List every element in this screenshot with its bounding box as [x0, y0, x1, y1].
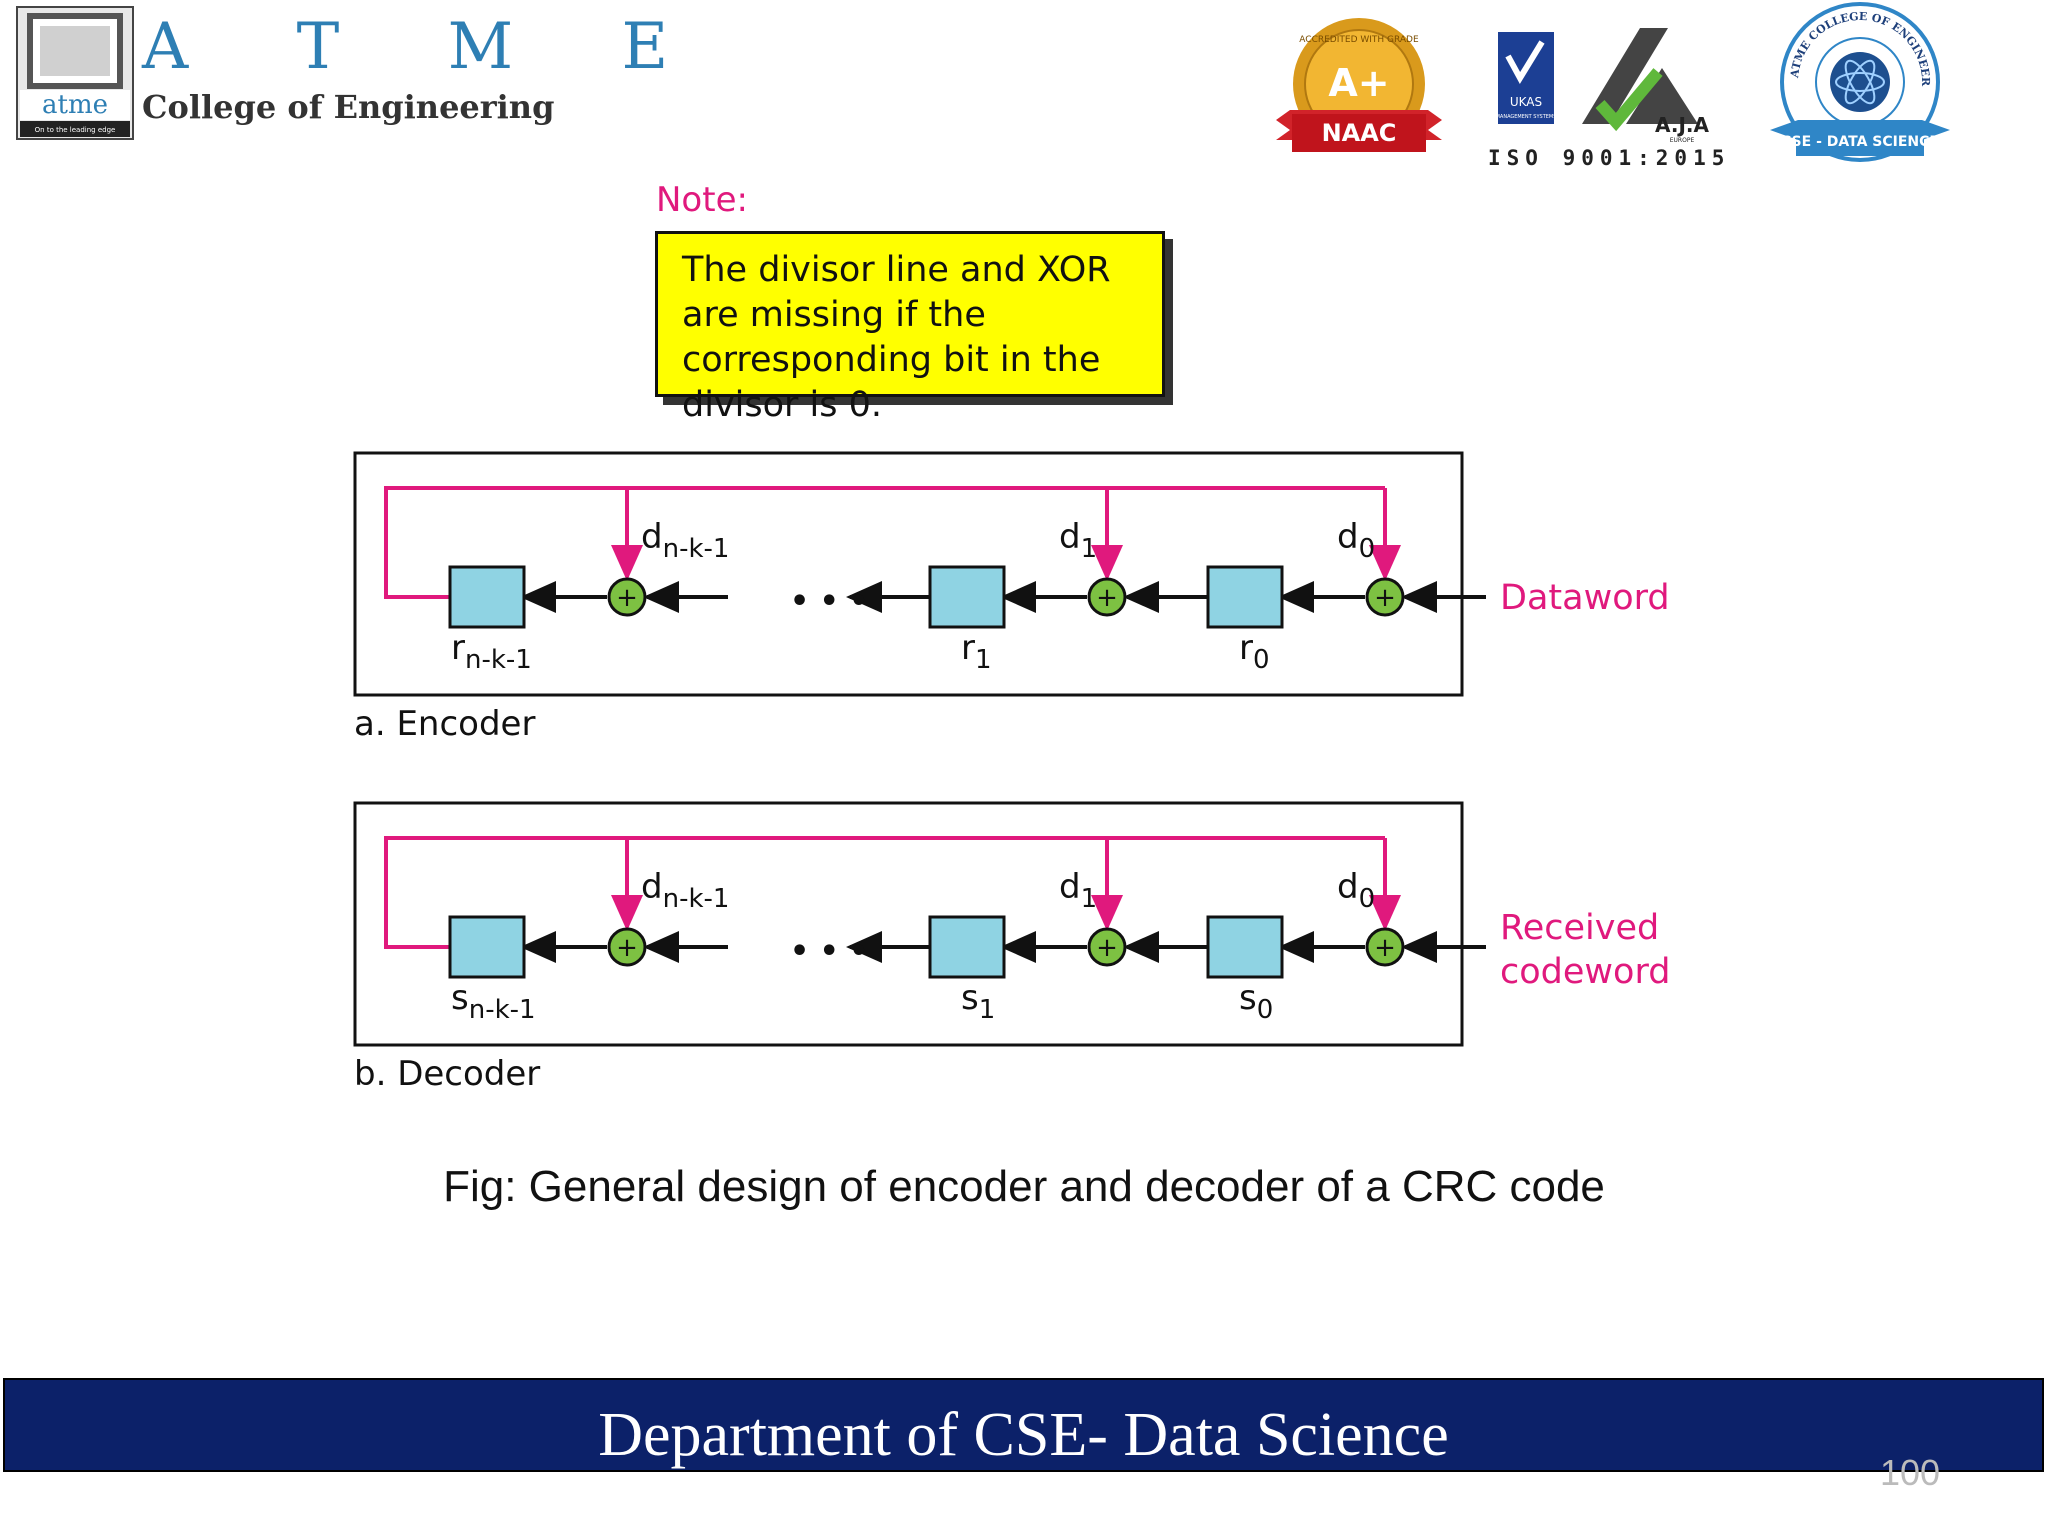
decoder-register-label-1: s1	[961, 978, 995, 1025]
page-number: 100	[1880, 1452, 1941, 1493]
svg-text:atme: atme	[42, 90, 108, 120]
encoder-ellipsis: • • •	[790, 584, 868, 619]
encoder-register-label-1: r1	[961, 628, 992, 675]
encoder-xor-gate-2	[1365, 577, 1405, 617]
brand-letters: A T M E	[142, 10, 713, 84]
svg-text:MANAGEMENT SYSTEMS: MANAGEMENT SYSTEMS	[1496, 114, 1557, 120]
svg-text:NAAC: NAAC	[1322, 119, 1397, 147]
decoder-register-label-0: sn-k-1	[451, 978, 536, 1025]
encoder-register-0	[448, 565, 526, 629]
department-title: Department of CSE- Data Science	[598, 1401, 1449, 1469]
encoder-register-label-2: r0	[1239, 628, 1270, 675]
encoder-input-label: Dataword	[1500, 578, 1670, 618]
decoder-register-2	[1206, 915, 1284, 979]
encoder-panel-frame	[353, 451, 1464, 697]
naac-badge: ACCREDITED WITH GRADE A+ NAAC	[1276, 18, 1442, 152]
svg-text:A+: A+	[1328, 61, 1389, 105]
atme-logo: atme On to the leading edge	[16, 6, 134, 140]
encoder-divisor-bit-label-2: d0	[1337, 517, 1375, 564]
decoder-xor-gate-2	[1365, 927, 1405, 967]
encoder-xor-gate-0	[607, 577, 647, 617]
cse-data-science-seal: ATME COLLEGE OF ENGINEERING CSE - DATA S…	[1768, 2, 1950, 162]
svg-text:A.J.A: A.J.A	[1655, 113, 1709, 137]
decoder-xor-gate-0	[607, 927, 647, 967]
svg-text:On to the leading edge: On to the leading edge	[35, 126, 116, 134]
brand-college-name: College of Engineering	[142, 88, 555, 126]
svg-text:EUROPE: EUROPE	[1670, 137, 1695, 144]
ukas-aja-certification: UKAS MANAGEMENT SYSTEMS A.J.A EUROPE	[1496, 28, 1710, 144]
encoder-xor-symbol-2: +	[1374, 583, 1396, 613]
footer-bar: Department of CSE- Data Science	[3, 1378, 2044, 1472]
decoder-xor-symbol-1: +	[1096, 933, 1118, 963]
svg-text:ACCREDITED WITH GRADE: ACCREDITED WITH GRADE	[1299, 35, 1419, 45]
svg-text:UKAS: UKAS	[1510, 95, 1542, 109]
encoder-feedback-line	[384, 486, 1385, 599]
note-label: Note:	[656, 180, 748, 220]
decoder-register-0	[448, 915, 526, 979]
decoder-register-label-2: s0	[1239, 978, 1273, 1025]
encoder-xor-symbol-1: +	[1096, 583, 1118, 613]
decoder-xor-gate-1	[1087, 927, 1127, 967]
encoder-xor-gate-1	[1087, 577, 1127, 617]
note-box: The divisor line and XOR are missing if …	[655, 231, 1165, 425]
figure-caption: Fig: General design of encoder and decod…	[443, 1162, 1605, 1211]
decoder-divisor-bit-label-0: dn-k-1	[641, 867, 729, 914]
encoder-register-1	[928, 565, 1006, 629]
decoder-ellipsis: • • •	[790, 934, 868, 969]
encoder-register-label-0: rn-k-1	[451, 628, 532, 675]
encoder-divisor-bit-label-1: d1	[1059, 517, 1097, 564]
decoder-feedback-line	[384, 836, 1385, 949]
iso-certification-text: ISO 9001:2015	[1488, 146, 1731, 170]
decoder-input-label-line1: Received	[1500, 908, 1659, 948]
decoder-panel-frame	[353, 801, 1464, 1047]
decoder-divisor-bit-label-2: d0	[1337, 867, 1375, 914]
svg-text:CSE - DATA SCIENCE: CSE - DATA SCIENCE	[1781, 134, 1939, 150]
decoder-divisor-bit-label-1: d1	[1059, 867, 1097, 914]
encoder-caption: a. Encoder	[354, 704, 535, 744]
decoder-input-label-line2: codeword	[1500, 952, 1670, 992]
decoder-xor-symbol-2: +	[1374, 933, 1396, 963]
decoder-register-1	[928, 915, 1006, 979]
encoder-xor-symbol-0: +	[616, 583, 638, 613]
decoder-caption: b. Decoder	[354, 1054, 540, 1090]
encoder-divisor-bit-label-0: dn-k-1	[641, 517, 729, 564]
encoder-register-2	[1206, 565, 1284, 629]
decoder-xor-symbol-0: +	[616, 933, 638, 963]
